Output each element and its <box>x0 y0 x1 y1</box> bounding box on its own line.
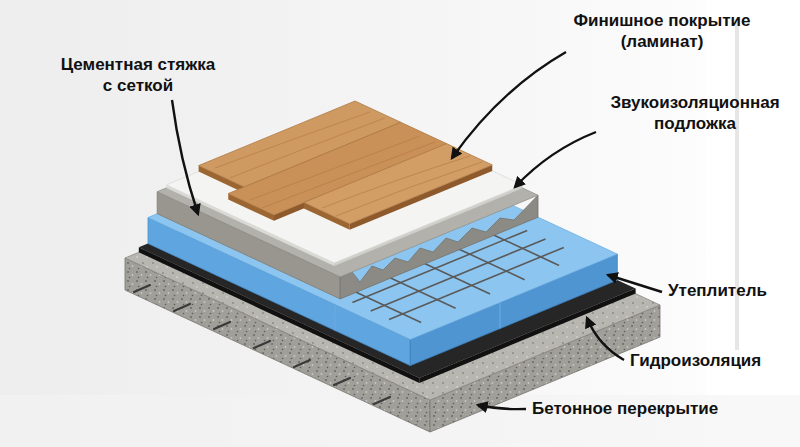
groove <box>334 305 335 331</box>
layer-label: Финишное покрытие (ламинат) <box>570 10 754 52</box>
laminate-boards <box>199 101 493 230</box>
leader-arrow <box>515 132 596 187</box>
layer-label: Бетонное перекрытие <box>532 398 772 419</box>
layer-label: Гидроизоляция <box>630 350 790 371</box>
board-top <box>304 144 492 224</box>
window-glow <box>705 0 800 447</box>
grain-line <box>322 156 470 208</box>
grain-line <box>250 136 420 200</box>
mesh-wire <box>423 263 490 294</box>
grain-line <box>336 162 482 216</box>
wood-grain <box>215 112 482 216</box>
layer-label: Цементная стяжка с сеткой <box>58 54 218 96</box>
rebar <box>214 322 230 329</box>
rebar <box>294 360 310 367</box>
layer-label: Утеплитель <box>668 280 788 301</box>
leader-arrow <box>452 52 566 158</box>
rebar <box>254 341 270 348</box>
rebar <box>174 304 190 311</box>
leader-arrow <box>478 405 526 409</box>
rebar <box>374 397 390 404</box>
rebar <box>134 285 150 292</box>
grain-line <box>215 112 370 168</box>
leader-arrow <box>587 318 624 360</box>
window-frame <box>735 20 739 350</box>
leader-arrow <box>608 275 662 292</box>
mesh-wire <box>492 234 559 265</box>
grain-line <box>230 118 385 178</box>
mesh-wire <box>354 291 421 322</box>
groove <box>499 303 500 329</box>
leader-arrows <box>172 52 662 409</box>
mesh-wire <box>389 277 456 308</box>
rebar <box>334 378 350 385</box>
leader-arrow <box>172 100 198 214</box>
mesh-wire <box>458 248 525 279</box>
insulation-grooves <box>335 303 500 331</box>
layer-label: Звукоизоляционная подложка <box>598 92 792 134</box>
